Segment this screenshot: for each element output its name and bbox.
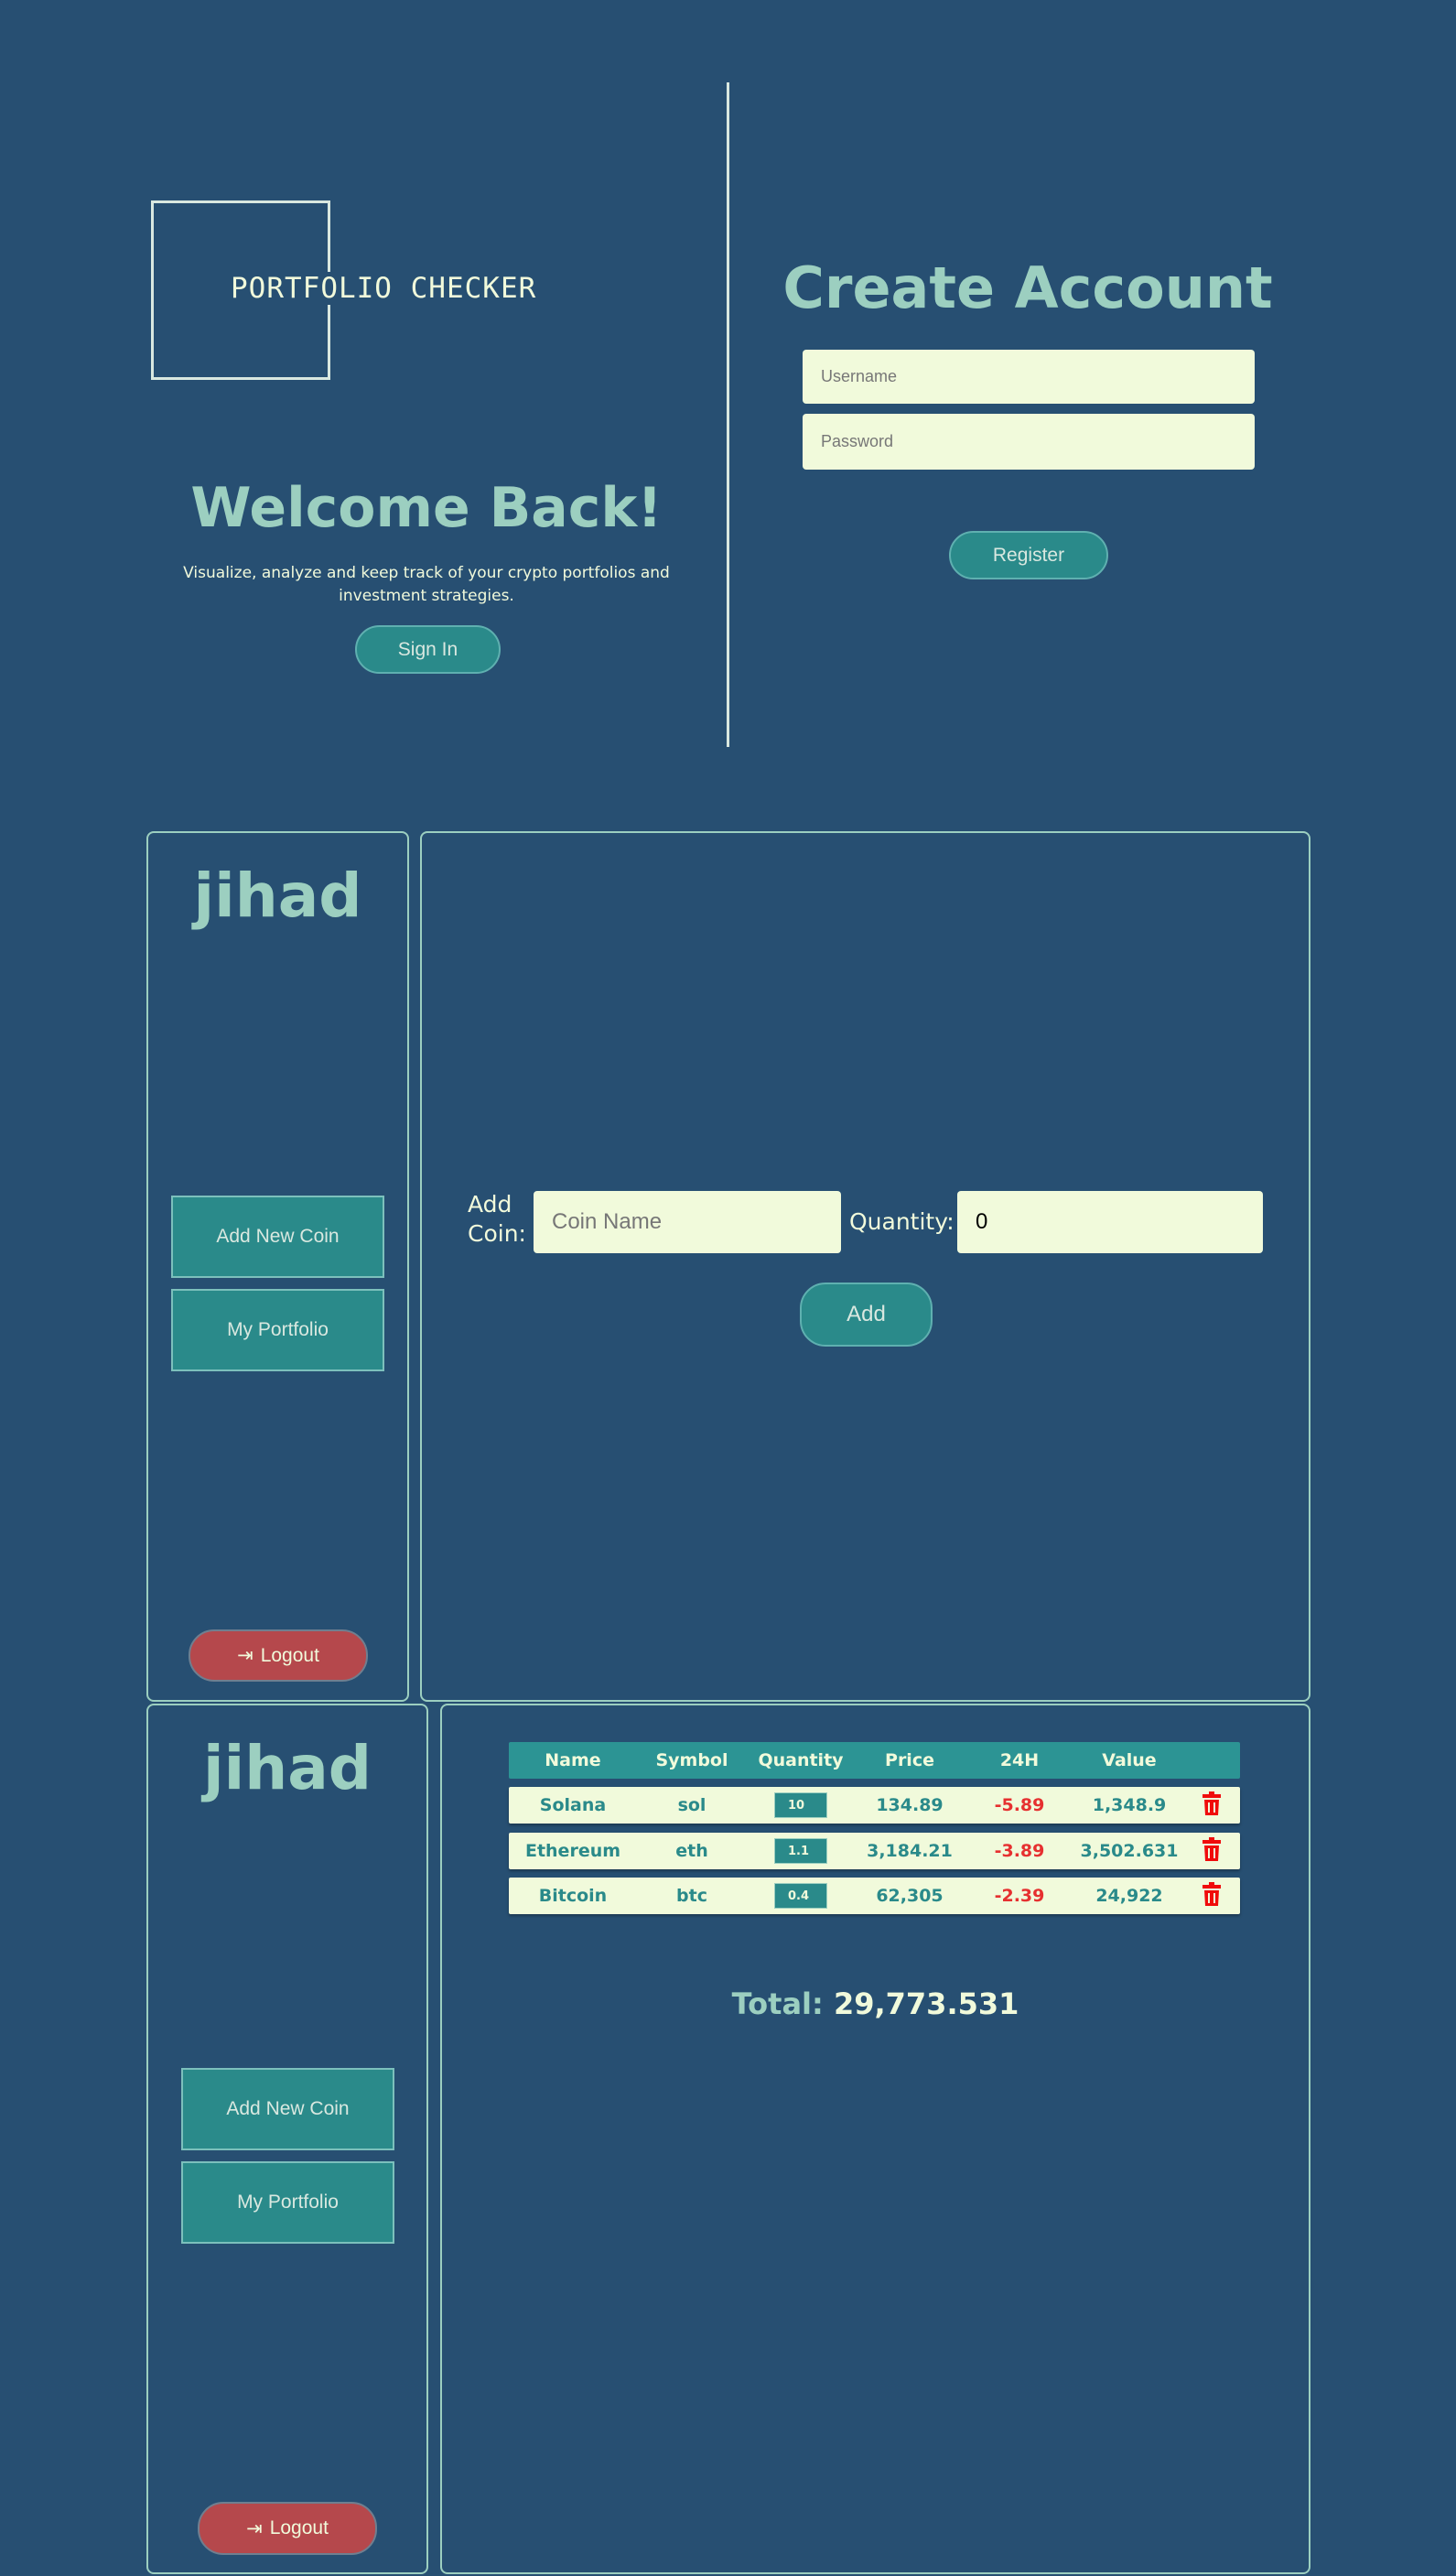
coin-name: Solana bbox=[539, 1795, 607, 1815]
column-header: Symbol bbox=[655, 1750, 728, 1770]
sign-in-button[interactable]: Sign In bbox=[355, 625, 501, 674]
table-header: Name Symbol Quantity Price 24H Value bbox=[509, 1742, 1240, 1779]
coin-price: 134.89 bbox=[876, 1795, 944, 1815]
add-new-coin-button[interactable]: Add New Coin bbox=[181, 2068, 394, 2150]
trash-icon bbox=[1203, 1881, 1221, 1906]
logout-icon: ⇥ bbox=[246, 2517, 263, 2539]
my-portfolio-button[interactable]: My Portfolio bbox=[171, 1289, 384, 1371]
portfolio-panel bbox=[440, 1704, 1310, 2574]
my-portfolio-button[interactable]: My Portfolio bbox=[181, 2161, 394, 2244]
delete-button[interactable] bbox=[1184, 1836, 1239, 1866]
coin-symbol: eth bbox=[675, 1841, 708, 1861]
quantity-input[interactable] bbox=[957, 1191, 1263, 1253]
quantity-label: Quantity: bbox=[849, 1208, 954, 1235]
table-row: Bitcoin btc 0.4 62,305 -2.39 24,922 bbox=[509, 1878, 1240, 1914]
trash-icon bbox=[1203, 1791, 1221, 1815]
coin-price: 3,184.21 bbox=[867, 1841, 953, 1861]
column-header: Value bbox=[1102, 1750, 1157, 1770]
coin-change-24h: -2.39 bbox=[994, 1886, 1045, 1906]
table-row: Solana sol 10 134.89 -5.89 1,348.9 bbox=[509, 1787, 1240, 1824]
add-new-coin-button[interactable]: Add New Coin bbox=[171, 1196, 384, 1278]
logout-button[interactable]: ⇥ Logout bbox=[198, 2502, 377, 2555]
total-label: Total: bbox=[731, 1986, 824, 2021]
column-header: Price bbox=[885, 1750, 934, 1770]
coin-value: 3,502.631 bbox=[1080, 1841, 1179, 1861]
coin-name: Bitcoin bbox=[538, 1886, 608, 1906]
divider bbox=[727, 82, 729, 747]
quantity-field[interactable]: 10 bbox=[774, 1792, 827, 1818]
coin-price: 62,305 bbox=[876, 1886, 944, 1906]
logo: PORTFOLIO CHECKER bbox=[227, 272, 541, 305]
add-coin-panel: Add Coin: Quantity: Add bbox=[420, 831, 1310, 1702]
delete-button[interactable] bbox=[1184, 1791, 1239, 1820]
create-account-title: Create Account bbox=[782, 254, 1273, 321]
username-input[interactable] bbox=[803, 350, 1255, 404]
sidebar: jihad Add New Coin My Portfolio ⇥ Logout bbox=[146, 1704, 428, 2574]
register-button[interactable]: Register bbox=[949, 531, 1108, 579]
welcome-subtitle: Visualize, analyze and keep track of you… bbox=[183, 564, 670, 605]
password-input[interactable] bbox=[803, 414, 1255, 470]
column-header: Quantity bbox=[758, 1750, 844, 1770]
username: jihad bbox=[202, 1733, 372, 1803]
logout-label: Logout bbox=[269, 2517, 329, 2538]
welcome-title: Welcome Back! bbox=[190, 476, 663, 540]
coin-name-input[interactable] bbox=[534, 1191, 841, 1253]
total: Total: 29,773.531 bbox=[440, 1986, 1310, 2021]
column-header: Name bbox=[545, 1750, 601, 1770]
coin-change-24h: -3.89 bbox=[994, 1841, 1045, 1861]
coin-change-24h: -5.89 bbox=[994, 1795, 1045, 1815]
add-coin-label: Add Coin: bbox=[468, 1191, 526, 1247]
coin-name: Ethereum bbox=[524, 1841, 621, 1861]
quantity-field[interactable]: 1.1 bbox=[774, 1838, 827, 1864]
column-header: 24H bbox=[999, 1750, 1040, 1770]
logout-label: Logout bbox=[260, 1644, 319, 1666]
sidebar: jihad Add New Coin My Portfolio ⇥ Logout bbox=[146, 831, 409, 1702]
coin-value: 1,348.9 bbox=[1092, 1795, 1167, 1815]
quantity-field[interactable]: 0.4 bbox=[774, 1883, 827, 1909]
table-row: Ethereum eth 1.1 3,184.21 -3.89 3,502.63… bbox=[509, 1833, 1240, 1869]
username: jihad bbox=[193, 860, 362, 931]
logout-icon: ⇥ bbox=[237, 1645, 253, 1666]
logout-button[interactable]: ⇥ Logout bbox=[189, 1629, 368, 1682]
coin-value: 24,922 bbox=[1095, 1886, 1163, 1906]
trash-icon bbox=[1203, 1836, 1221, 1861]
coin-symbol: sol bbox=[677, 1795, 706, 1815]
delete-button[interactable] bbox=[1184, 1881, 1239, 1910]
total-value: 29,773.531 bbox=[833, 1986, 1019, 2021]
add-button[interactable]: Add bbox=[800, 1283, 933, 1347]
coin-symbol: btc bbox=[676, 1886, 707, 1906]
